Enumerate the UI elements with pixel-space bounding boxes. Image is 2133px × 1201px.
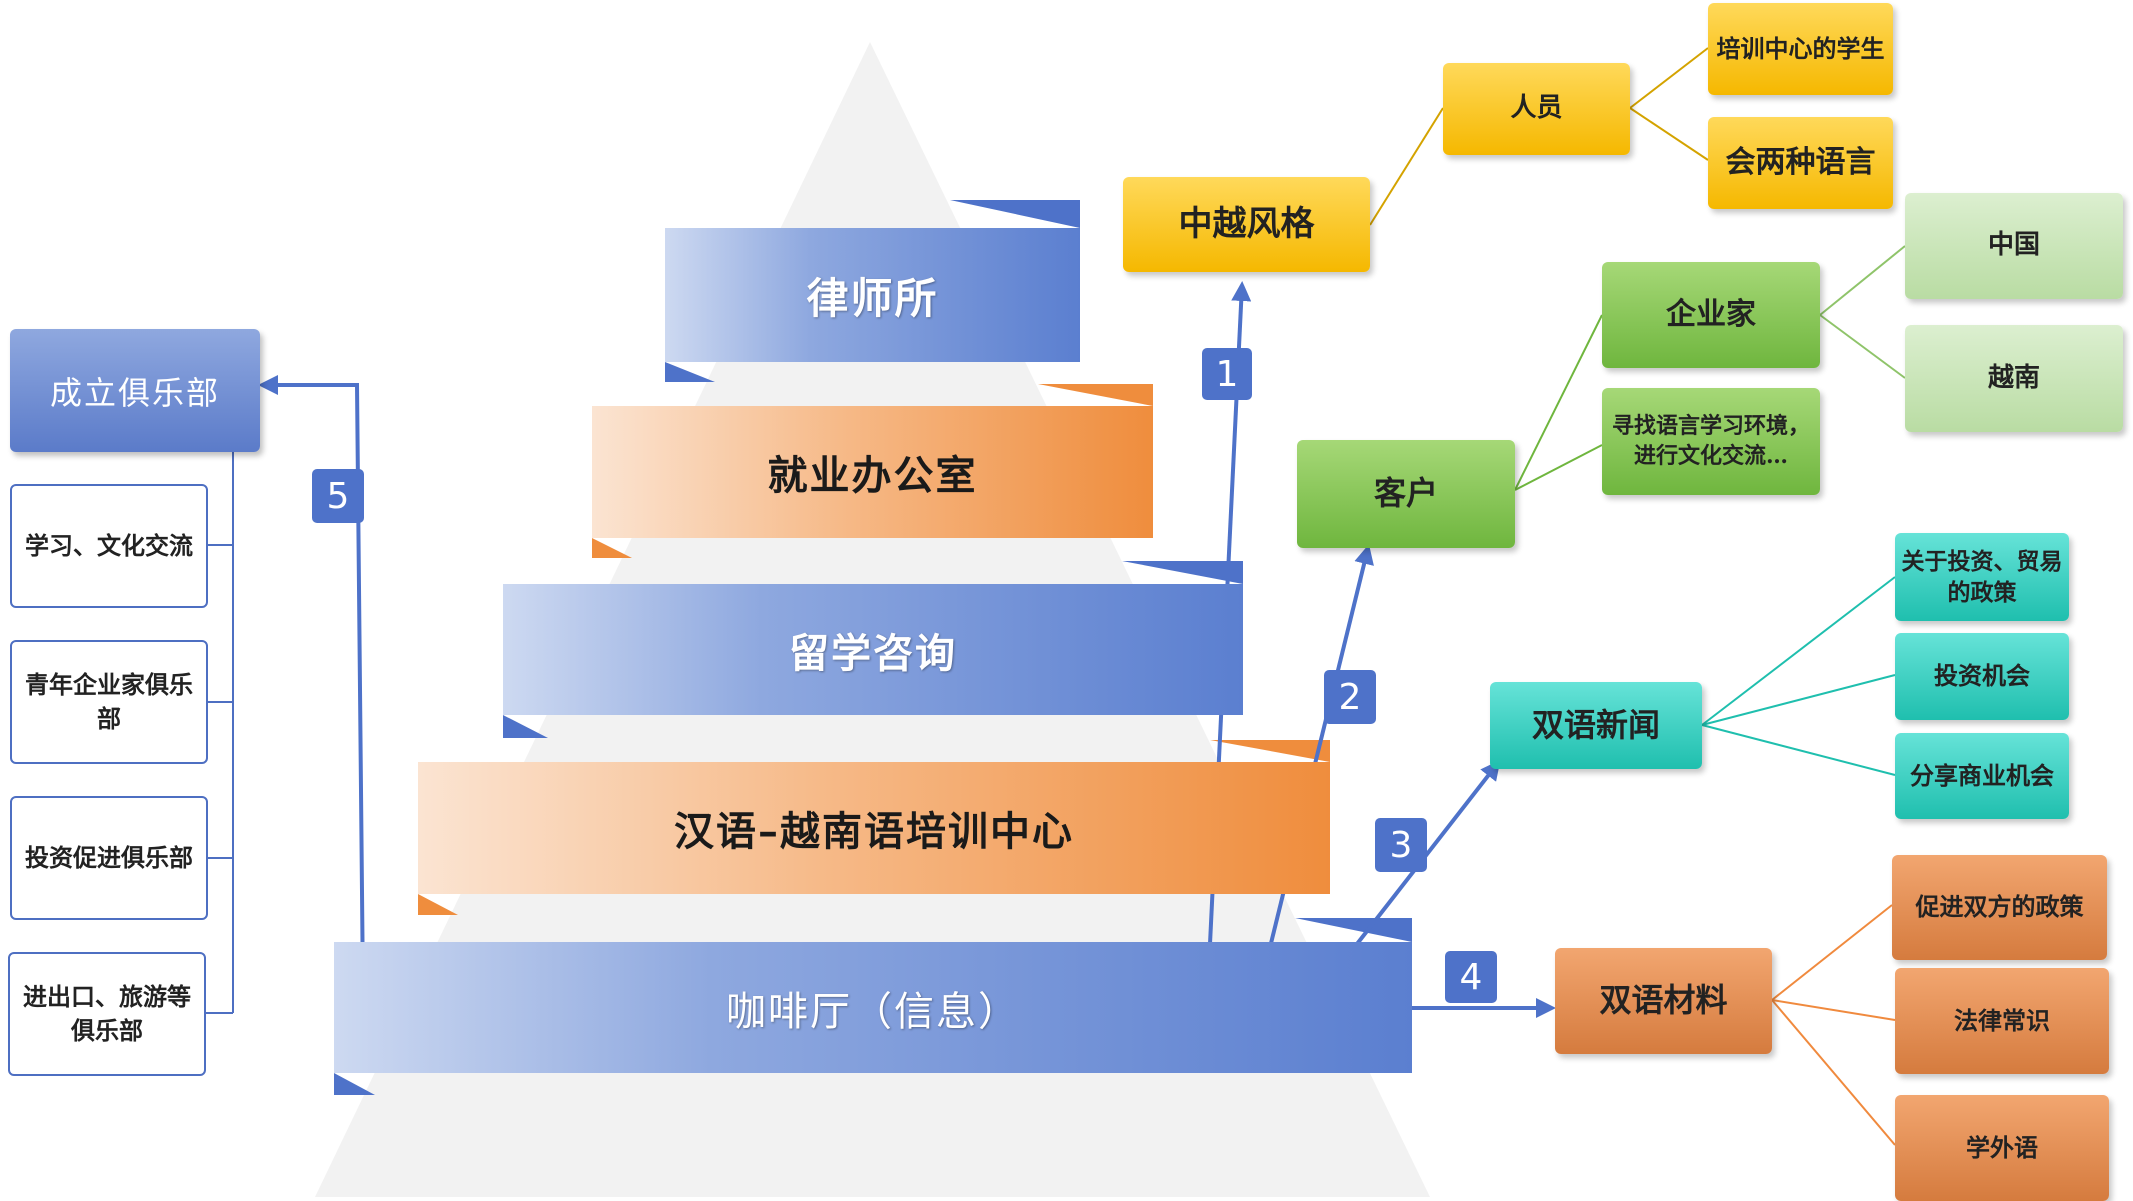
- connector: [1771, 904, 1893, 1001]
- club-young-entrepreneurs: 青年企业家俱乐部: [10, 640, 208, 764]
- pyramid-level-lawyer: 律师所: [665, 228, 1080, 362]
- ribbon-fold: [1210, 740, 1330, 762]
- connector: [1369, 107, 1444, 226]
- step-badge-3: 3: [1375, 818, 1427, 872]
- pyramid-level-study-abroad: 留学咨询: [503, 584, 1243, 715]
- law-material-node: 法律常识: [1895, 968, 2109, 1074]
- connector: [1514, 314, 1603, 491]
- ribbon-fold: [1122, 561, 1243, 584]
- connector: [1819, 245, 1906, 316]
- entrepreneur-node: 企业家: [1602, 262, 1820, 368]
- club-bracket: [206, 544, 233, 1014]
- investment-opportunity-node: 投资机会: [1895, 633, 2069, 720]
- step-badge-2: 2: [1324, 670, 1376, 724]
- materials-node: 双语材料: [1555, 948, 1772, 1054]
- style-node: 中越风格: [1123, 177, 1370, 272]
- connector: [1701, 674, 1896, 726]
- connector: [1771, 999, 1896, 1021]
- connector: [1701, 576, 1896, 726]
- ribbon-fold: [665, 362, 715, 382]
- club-investment: 投资促进俱乐部: [10, 796, 208, 920]
- pyramid-level-cafe: 咖啡厅（信息）: [334, 942, 1412, 1073]
- step-badge-1: 1: [1202, 348, 1252, 400]
- pyramid-level-employment-office: 就业办公室: [592, 406, 1153, 538]
- connector: [1629, 47, 1709, 109]
- connector: [1701, 724, 1896, 776]
- customers-node: 客户: [1297, 440, 1515, 548]
- ribbon-fold: [334, 1073, 375, 1095]
- arrow-5: [258, 375, 365, 994]
- connector: [1819, 314, 1906, 379]
- ribbon-fold: [418, 894, 458, 915]
- step-badge-5: 5: [312, 469, 364, 523]
- language-material-node: 学外语: [1895, 1095, 2109, 1201]
- ribbon-fold: [1038, 384, 1153, 406]
- club-trade-tourism: 进出口、旅游等俱乐部: [8, 952, 206, 1076]
- bilingual-node: 会两种语言: [1708, 117, 1893, 209]
- step-badge-4: 4: [1445, 951, 1497, 1003]
- policy-news-node: 关于投资、贸易的政策: [1895, 533, 2069, 621]
- ribbon-fold: [592, 538, 632, 558]
- business-opportunity-node: 分享商业机会: [1895, 733, 2069, 819]
- ribbon-fold: [950, 200, 1080, 228]
- connector: [1514, 444, 1603, 491]
- policy-material-node: 促进双方的政策: [1892, 855, 2107, 960]
- students-node: 培训中心的学生: [1708, 3, 1893, 95]
- people-node: 人员: [1443, 63, 1630, 155]
- connector: [1771, 999, 1896, 1146]
- news-node: 双语新闻: [1490, 682, 1702, 769]
- ribbon-fold: [1295, 918, 1412, 942]
- connector: [1629, 107, 1709, 161]
- pyramid-level-training-center: 汉语–越南语培训中心: [418, 762, 1330, 894]
- clubs-title: 成立俱乐部: [10, 329, 260, 452]
- ribbon-fold: [503, 715, 548, 738]
- club-culture: 学习、文化交流: [10, 484, 208, 608]
- need-node: 寻找语言学习环境，进行文化交流…: [1602, 388, 1820, 495]
- vietnam-node: 越南: [1905, 325, 2123, 432]
- china-node: 中国: [1905, 193, 2123, 299]
